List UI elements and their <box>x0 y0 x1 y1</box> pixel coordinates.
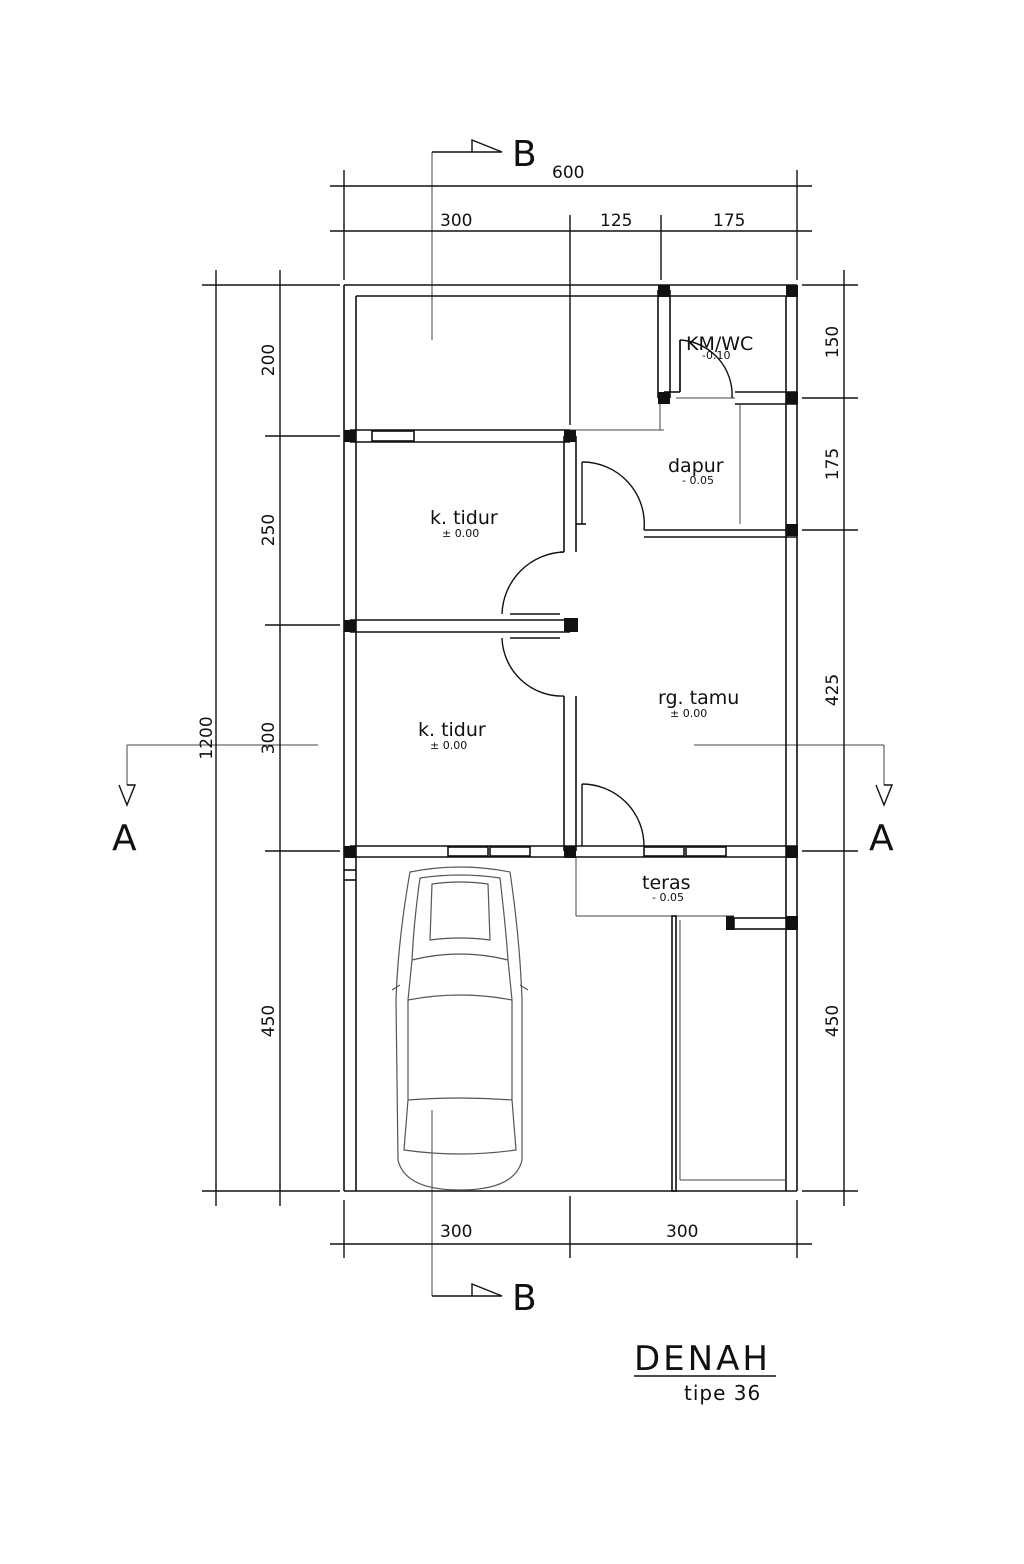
plan-subtitle: tipe 36 <box>684 1381 761 1405</box>
room-teras-name: teras <box>642 872 691 894</box>
dim-left-part-4: 450 <box>259 1005 279 1037</box>
dim-right-part-3: 425 <box>823 674 843 706</box>
section-mark-b-bottom: B <box>512 1278 537 1319</box>
dim-right-part-4: 450 <box>823 1005 843 1037</box>
room-km-wc-name: KM/WC <box>686 333 753 355</box>
dim-bottom-part-1: 300 <box>440 1222 472 1242</box>
room-km-wc-level: -0.10 <box>702 349 730 362</box>
dim-top-part-3: 175 <box>713 211 745 231</box>
structural-columns <box>344 285 798 930</box>
plan-title: DENAH <box>634 1339 771 1379</box>
door-swings <box>501 339 733 847</box>
room-k-tidur-2-level: ± 0.00 <box>430 739 467 752</box>
dim-top-part-1: 300 <box>440 211 472 231</box>
room-dapur-name: dapur <box>668 455 724 477</box>
room-rg-tamu-level: ± 0.00 <box>670 707 707 720</box>
section-cut-a <box>118 744 894 807</box>
dimension-top <box>330 170 812 425</box>
section-mark-a-right: A <box>869 818 894 859</box>
room-dapur-level: - 0.05 <box>682 474 714 487</box>
dimension-left <box>202 270 340 1206</box>
room-k-tidur-2-name: k. tidur <box>418 719 486 741</box>
room-k-tidur-1-level: ± 0.00 <box>442 527 479 540</box>
dim-bottom-part-2: 300 <box>666 1222 698 1242</box>
section-cut-b <box>431 138 503 1297</box>
section-mark-a-left: A <box>112 818 137 859</box>
dimension-right <box>802 270 858 1206</box>
dim-left-part-1: 200 <box>259 344 279 376</box>
dim-right-part-1: 150 <box>823 326 843 358</box>
dim-left-part-3: 300 <box>259 722 279 754</box>
room-rg-tamu-name: rg. tamu <box>658 687 739 709</box>
dimension-bottom <box>330 1196 812 1258</box>
dim-left-part-2: 250 <box>259 514 279 546</box>
dim-left-total: 1200 <box>197 716 217 759</box>
section-mark-b-top: B <box>512 134 537 175</box>
room-teras-level: - 0.05 <box>652 891 684 904</box>
room-k-tidur-1-name: k. tidur <box>430 507 498 529</box>
car-drawing <box>391 866 529 1191</box>
dim-top-total: 600 <box>552 163 584 183</box>
dim-top-part-2: 125 <box>600 211 632 231</box>
dim-right-part-2: 175 <box>823 448 843 480</box>
